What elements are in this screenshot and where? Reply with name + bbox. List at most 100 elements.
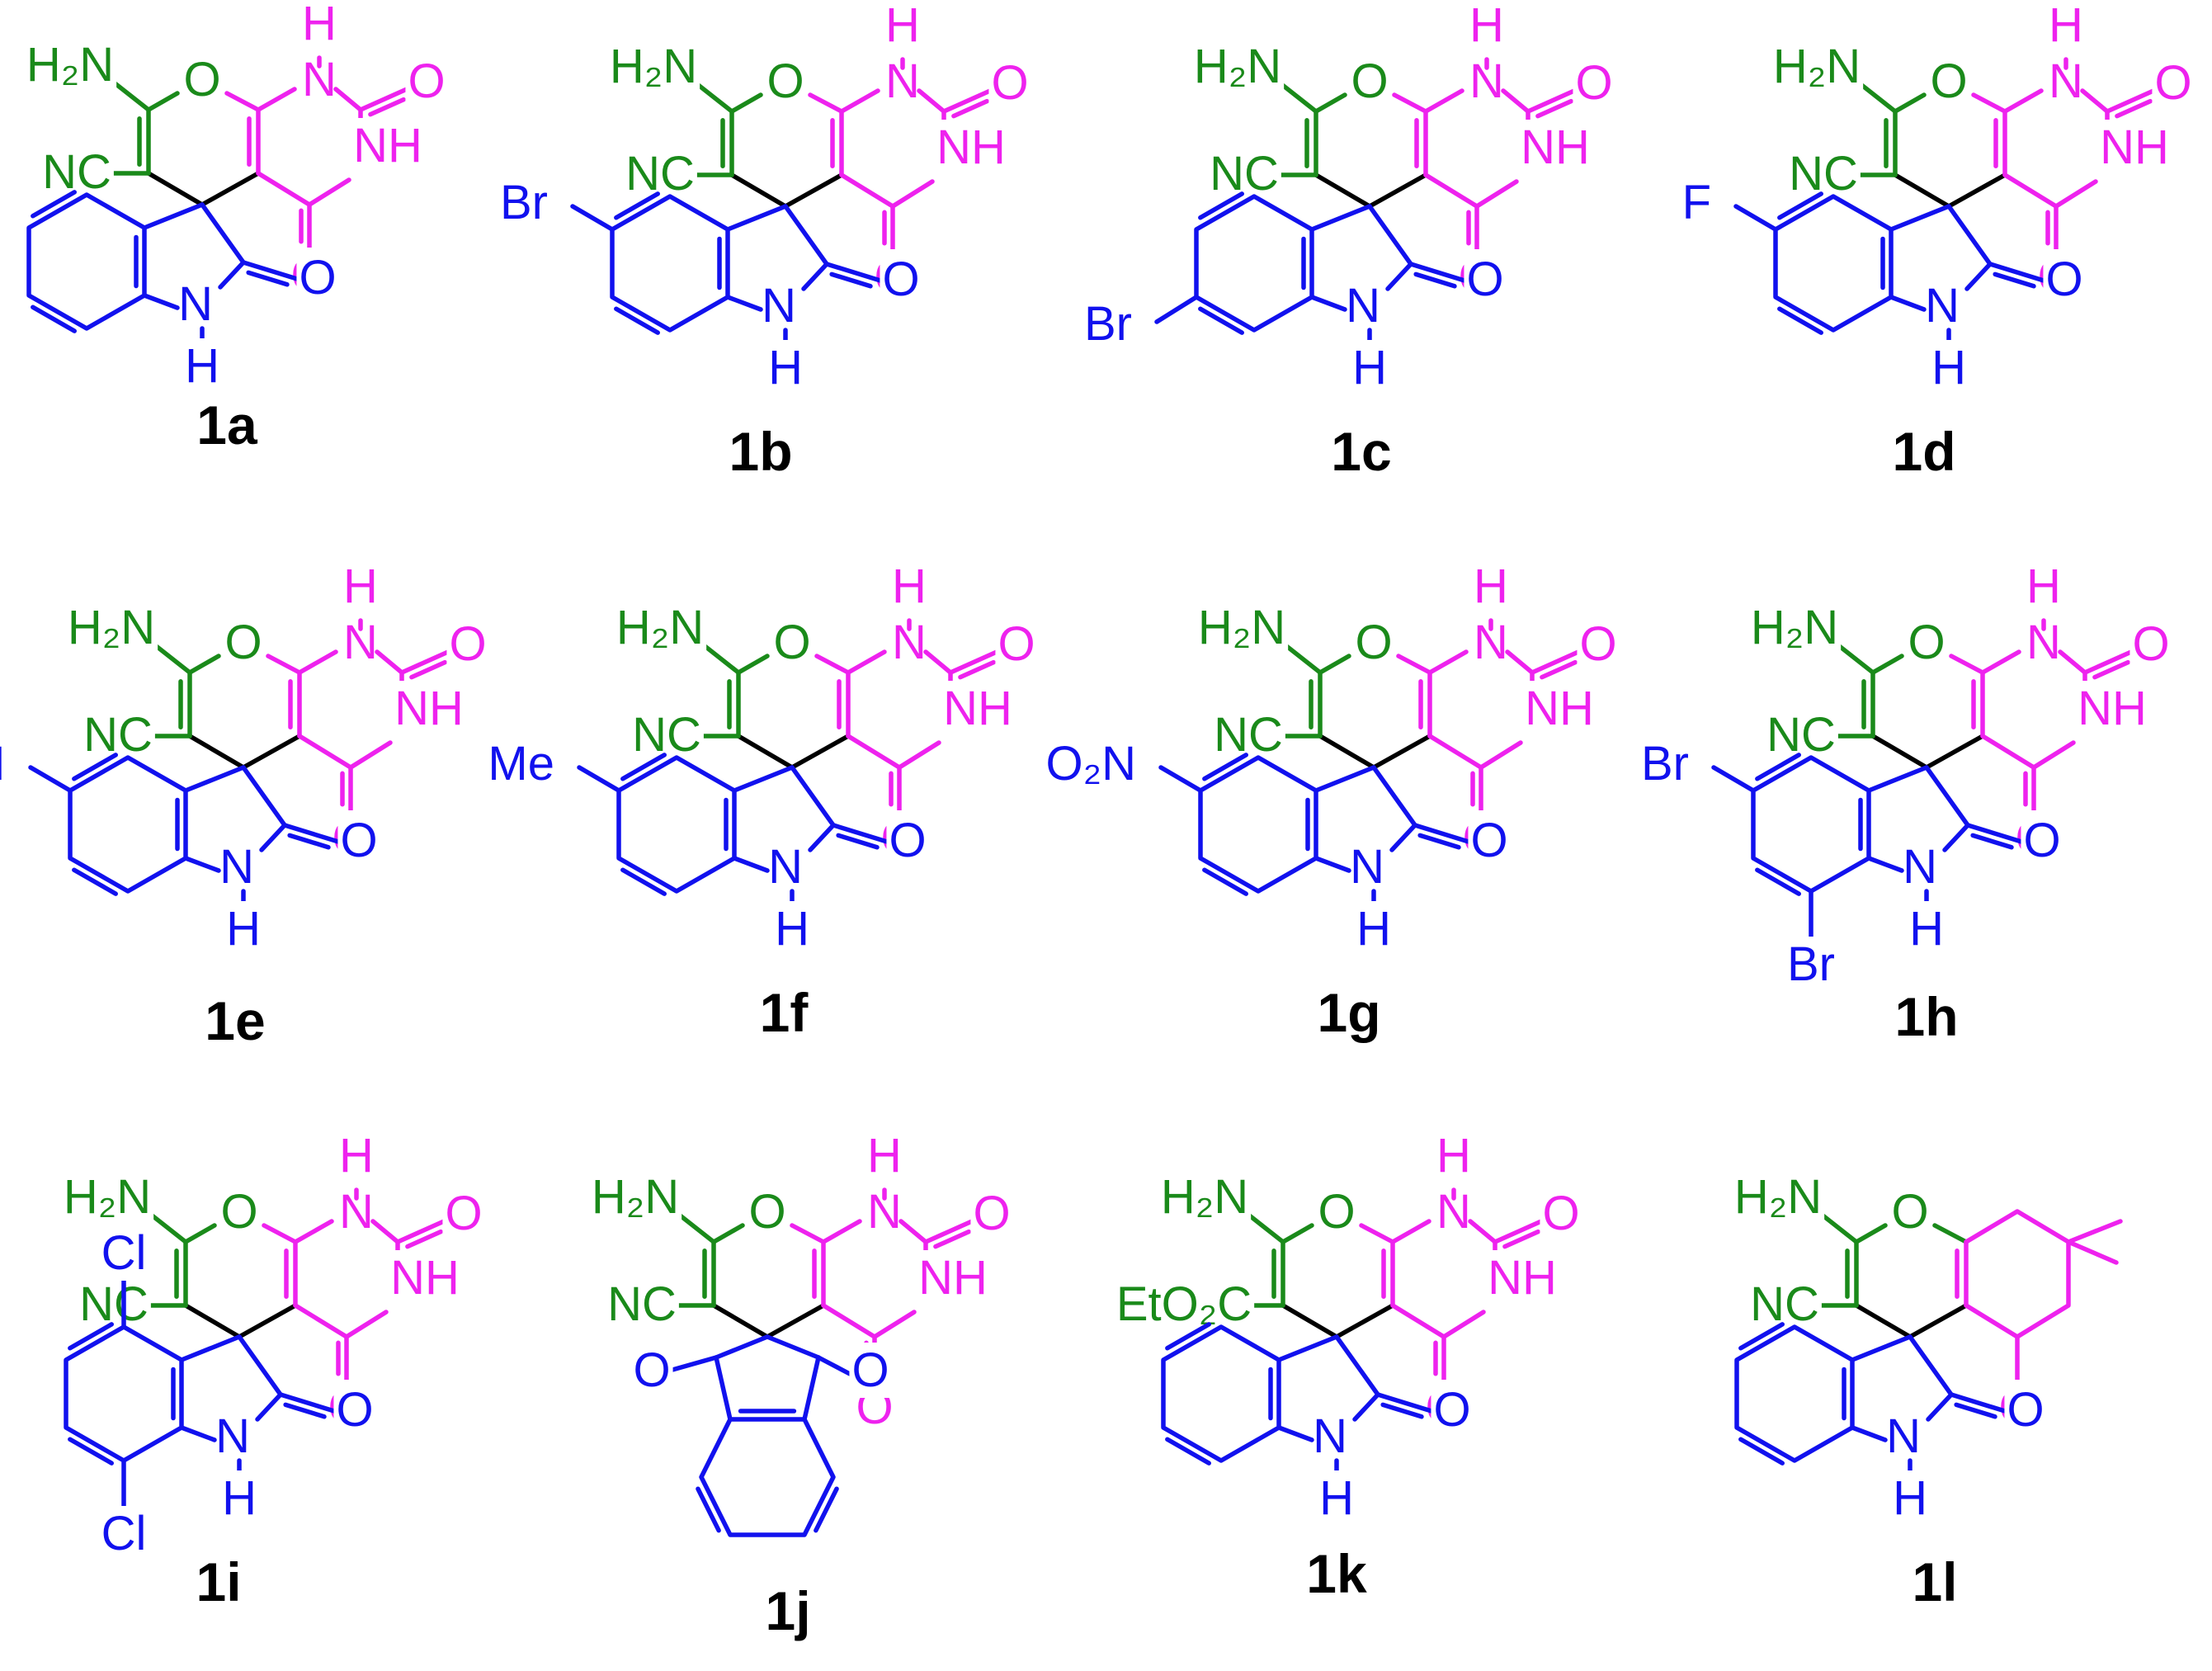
carbonyl-o-label: O (998, 617, 1035, 671)
double-bond (958, 659, 996, 680)
bond-c-o (711, 1223, 745, 1244)
bond (1866, 765, 1929, 793)
bond-o-c (224, 91, 261, 112)
label-mask (1905, 615, 1948, 670)
label-mask (60, 1169, 154, 1225)
double-bond (951, 98, 989, 119)
bond-carbonyl (395, 1219, 446, 1244)
compound-label: 1d (1892, 421, 1955, 482)
bond (1908, 1334, 1954, 1397)
nitrile-label: NC (42, 145, 111, 199)
bond (897, 740, 941, 770)
bond-o-c (1396, 654, 1432, 675)
bond-carbonyl (278, 1392, 337, 1414)
label-mask (764, 54, 807, 109)
bond (1314, 856, 1351, 873)
label-mask (2129, 616, 2172, 672)
bond (256, 171, 312, 207)
label-mask (759, 278, 799, 333)
label-mask (442, 1186, 485, 1241)
nitrile-label: NC (1750, 1277, 1819, 1331)
label-mask (1884, 1409, 1923, 1464)
bond (1850, 1425, 1888, 1442)
label-mask (941, 681, 1015, 736)
label-mask (613, 600, 707, 655)
double-bond (68, 1437, 114, 1466)
label-mask (2021, 813, 2063, 868)
bond-carbonyl (824, 262, 883, 283)
amine-label: H₂N (1734, 1170, 1822, 1224)
bond (846, 734, 902, 770)
bond (1427, 734, 1483, 770)
oxindole-h-label: H (226, 902, 261, 956)
bond-spiro-fused (790, 734, 851, 770)
label-mask (630, 1343, 673, 1398)
bond-substituent (1154, 295, 1199, 324)
bond-spiro-fused (1371, 734, 1432, 770)
oxindole-o-label: O (1470, 814, 1507, 867)
bond (808, 823, 836, 852)
amine-label: H₂N (592, 1170, 679, 1224)
bond (1352, 1392, 1380, 1422)
substituent-4-label: Cl (101, 1226, 147, 1280)
oxindole-h-label: H (1893, 1471, 1927, 1525)
bond-c-o (736, 654, 770, 675)
compound-1f: NCH₂NONHONHOONHMe1f (485, 559, 1038, 1043)
bond (1980, 734, 2036, 770)
compound-1l: NCH₂NOOONH1l (1731, 1169, 2123, 1612)
double-bond (1755, 753, 1801, 781)
label-mask (23, 37, 117, 92)
bond-spiro-fused (237, 1303, 298, 1339)
pyran-oxygen-label: O (1355, 616, 1392, 669)
bond-carbonyl (1375, 1392, 1434, 1414)
double-bond (614, 306, 660, 335)
compound-label: 1k (1306, 1543, 1367, 1604)
label-mask (1350, 340, 1389, 395)
label-mask (1485, 1250, 1559, 1305)
h1-label: H (885, 0, 920, 52)
bond (898, 1219, 928, 1244)
h1-label: H (302, 0, 337, 50)
label-mask (1522, 681, 1597, 736)
bond (1946, 204, 1993, 267)
bond (714, 1355, 733, 1422)
oxindole-benzene (68, 755, 188, 894)
label-mask (1471, 559, 1511, 614)
label-mask (995, 616, 1038, 672)
label-mask (1786, 146, 1861, 201)
label-mask (1467, 0, 1507, 53)
h1-label: H (1436, 1129, 1471, 1182)
compound-label: 1e (205, 990, 265, 1051)
oxindole-o-label: O (1433, 1383, 1470, 1437)
bond (1980, 649, 2021, 675)
double-bond (68, 1322, 114, 1351)
compound-1d: NCH₂NONHONHOONHF1d (1679, 0, 2195, 482)
label-mask (1518, 120, 1592, 175)
bond (846, 649, 887, 675)
oxindole-o-label: O (889, 814, 926, 867)
compound-label: 1a (196, 394, 258, 456)
oxindole-n-label: N (1925, 279, 1960, 333)
double-bond (696, 1486, 721, 1533)
double-bond (1755, 867, 1801, 896)
bond-spiro-cn (1854, 1303, 1913, 1339)
label-mask (588, 1169, 682, 1225)
bond (1423, 88, 1464, 114)
bond-spiro-cn (1314, 172, 1372, 209)
label-mask (405, 54, 448, 109)
double-bond (1165, 1437, 1211, 1466)
label-mask (1310, 1409, 1350, 1464)
compound-1b: NCH₂NONHONHOONHBr1b (498, 0, 1031, 482)
n3-label: NH (918, 1251, 988, 1305)
n3-label: NH (1521, 120, 1590, 174)
bond (1468, 1219, 1497, 1244)
substituent-5-label: Me (488, 737, 554, 791)
bond-spiro-cn (187, 734, 246, 770)
label-mask (623, 146, 697, 201)
bond (714, 1334, 770, 1360)
bond-substituent (1158, 765, 1203, 793)
bond-spiro-cn (1281, 1303, 1339, 1339)
carbonyl-o-label: O (1575, 56, 1612, 110)
label-mask (1468, 813, 1511, 868)
double-bond (72, 867, 118, 896)
